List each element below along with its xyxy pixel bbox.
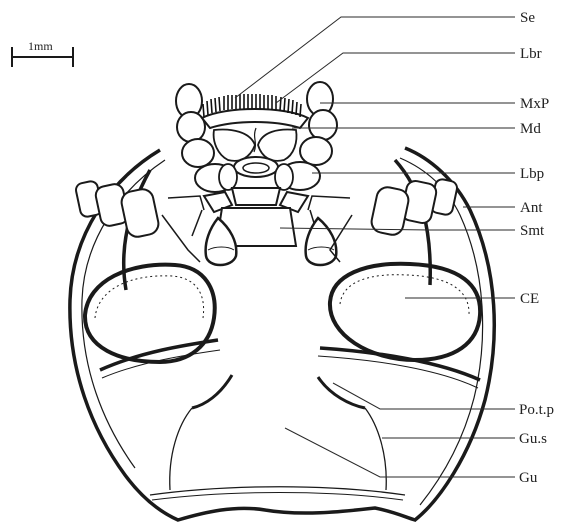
- mandible-left: [214, 130, 255, 161]
- antenna-right: [370, 178, 459, 237]
- post-tentorial-pit-left: [192, 375, 232, 408]
- label-mxp: MxP: [520, 96, 549, 112]
- mandible-right: [258, 130, 297, 161]
- label-md: Md: [520, 121, 541, 137]
- label-lbr: Lbr: [520, 46, 542, 62]
- label-ant: Ant: [520, 200, 543, 216]
- label-potp: Po.t.p: [519, 402, 554, 418]
- gular-suture-right: [365, 408, 386, 490]
- compound-eye-left: [85, 265, 215, 362]
- label-gu: Gu: [519, 470, 538, 486]
- gular-suture-left: [170, 408, 192, 490]
- scale-bar: 1mm: [12, 39, 73, 67]
- post-tentorial-pit-right: [318, 377, 365, 408]
- compound-eye-right: [330, 264, 480, 360]
- label-smt: Smt: [520, 223, 545, 239]
- label-gus: Gu.s: [519, 431, 547, 447]
- scale-bar-label: 1mm: [28, 39, 53, 53]
- label-lbp: Lbp: [520, 166, 544, 182]
- labial-palp-left: [219, 164, 237, 190]
- cardo-right: [306, 218, 337, 265]
- labial-palp-right: [275, 164, 293, 190]
- gula-posterior-line: [150, 487, 405, 495]
- label-se: Se: [520, 10, 535, 26]
- label-ce: CE: [520, 291, 539, 307]
